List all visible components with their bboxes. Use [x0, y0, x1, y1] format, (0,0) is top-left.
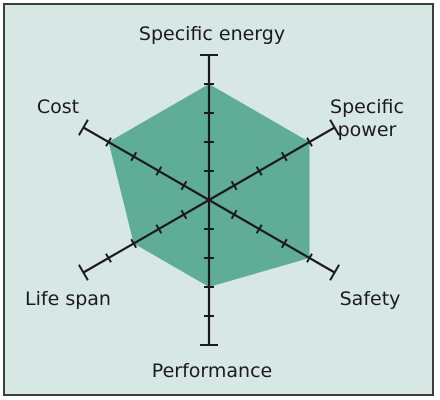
axis-label-line: Cost	[37, 96, 79, 118]
axis-tick-life_span	[105, 253, 112, 263]
axis-tick-safety	[230, 209, 238, 220]
axis-tick-life_span	[130, 238, 138, 249]
axis-line-cost	[82, 126, 210, 201]
axis-end-cap-cost	[78, 119, 89, 136]
axis-label-line: Specific energy	[139, 23, 285, 45]
axis-tick-safety	[280, 238, 288, 249]
axis-tick-cost	[180, 180, 188, 191]
axis-end-cap-safety	[329, 264, 340, 281]
axis-tick-specific_power	[230, 180, 238, 191]
axis-label-line: Safety	[340, 288, 401, 310]
axis-label-cost: Cost	[37, 96, 79, 118]
axis-label-specific_energy: Specific energy	[139, 23, 285, 45]
axis-tick-cost	[130, 151, 138, 162]
axis-tick-safety	[306, 253, 313, 263]
axis-end-cap-specific_power	[329, 119, 340, 136]
axis-tick-safety	[255, 224, 263, 234]
axis-label-line: Performance	[152, 360, 272, 382]
axis-layer	[78, 54, 340, 346]
axis-end-cap-life_span	[78, 264, 89, 281]
axis-tick-specific_power	[280, 151, 288, 162]
axis-label-line: Life span	[25, 288, 111, 310]
axis-tick-specific_power	[306, 137, 313, 147]
axis-label-life_span: Life span	[25, 288, 111, 310]
axis-label-safety: Safety	[340, 288, 401, 310]
axis-tick-life_span	[180, 209, 188, 220]
axis-label-line: power	[338, 119, 397, 141]
axis-tick-cost	[105, 137, 112, 147]
axis-line-specific_power	[208, 126, 336, 201]
axis-line-life_span	[82, 199, 210, 274]
axis-tick-life_span	[155, 224, 163, 234]
axis-label-performance: Performance	[152, 360, 272, 382]
axis-tick-cost	[155, 166, 163, 176]
axis-label-line: Specific	[330, 96, 404, 118]
axis-line-safety	[208, 199, 336, 274]
axis-tick-specific_power	[255, 166, 263, 176]
